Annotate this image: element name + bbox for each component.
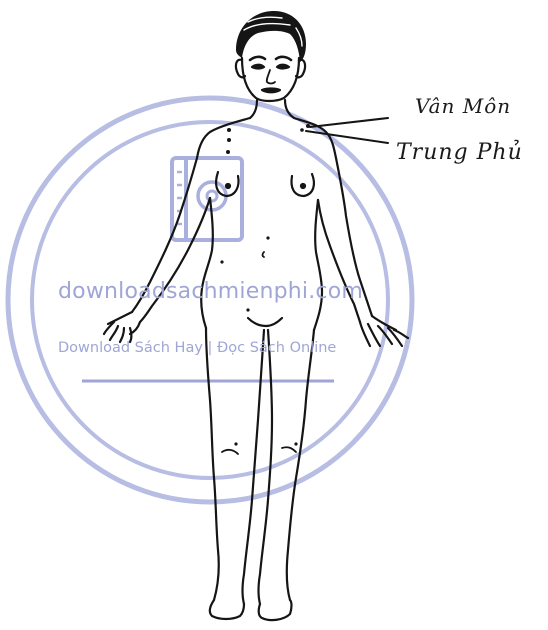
left-foot bbox=[210, 600, 244, 619]
left-leg-outer bbox=[206, 328, 219, 600]
right-leg-outer bbox=[287, 330, 314, 600]
label-van-mon: Vân Môn bbox=[415, 94, 511, 118]
right-nipple bbox=[301, 184, 305, 188]
pubic-line bbox=[248, 318, 282, 326]
body-outline bbox=[104, 11, 408, 620]
book-icon bbox=[172, 158, 242, 240]
right-foot bbox=[259, 600, 292, 620]
left-knee bbox=[222, 450, 238, 454]
right-knee bbox=[282, 447, 296, 452]
left-eyebrow bbox=[250, 57, 265, 60]
leader-line-trung-phu bbox=[306, 131, 388, 143]
face-outline bbox=[242, 58, 299, 101]
nose bbox=[267, 70, 275, 84]
mouth bbox=[262, 89, 280, 93]
right-eyebrow bbox=[276, 57, 291, 60]
label-trung-phu: Trung Phủ bbox=[396, 140, 523, 165]
left-hand bbox=[104, 312, 140, 342]
hair bbox=[236, 11, 306, 62]
right-eye bbox=[277, 65, 289, 69]
leader-line-van-mon bbox=[310, 118, 388, 127]
watermark-tagline: Download Sách Hay | Đọc Sách Online bbox=[58, 340, 336, 356]
left-nipple bbox=[226, 184, 230, 188]
navel bbox=[263, 252, 265, 257]
left-eye bbox=[252, 65, 264, 69]
watermark-site-text: downloadsachmienphi.com bbox=[58, 279, 363, 304]
